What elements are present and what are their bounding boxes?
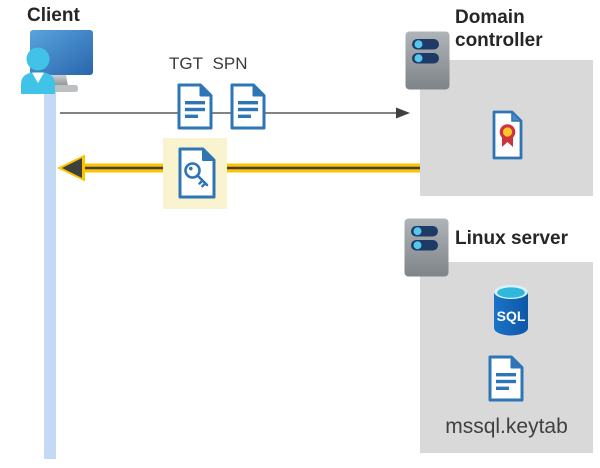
client-computer-icon (21, 30, 93, 94)
sql-text: SQL (497, 308, 526, 324)
tgt-label: TGT (169, 54, 203, 73)
sql-database-icon: SQL (494, 285, 528, 336)
keytab-filename-label: mssql.keytab (445, 415, 568, 438)
response-arrow (57, 154, 421, 182)
keytab-document-icon (488, 355, 524, 402)
arrowhead-left-icon (62, 158, 82, 178)
client-label: Client (27, 5, 80, 26)
key-document-icon (178, 147, 216, 199)
spn-document-icon (230, 83, 266, 130)
linux-server-icon (404, 218, 449, 277)
tgt-document-icon (177, 83, 213, 130)
spn-label: SPN (212, 54, 248, 73)
arrowhead-right-icon (396, 107, 410, 119)
certificate-icon (492, 110, 523, 160)
domain-controller-label: Domain controller (455, 7, 543, 51)
client-lifeline-bar (44, 87, 56, 459)
domain-controller-server-icon (405, 31, 450, 90)
request-arrow (60, 107, 410, 119)
linux-server-label: Linux server (455, 228, 568, 249)
user-icon (21, 47, 55, 94)
